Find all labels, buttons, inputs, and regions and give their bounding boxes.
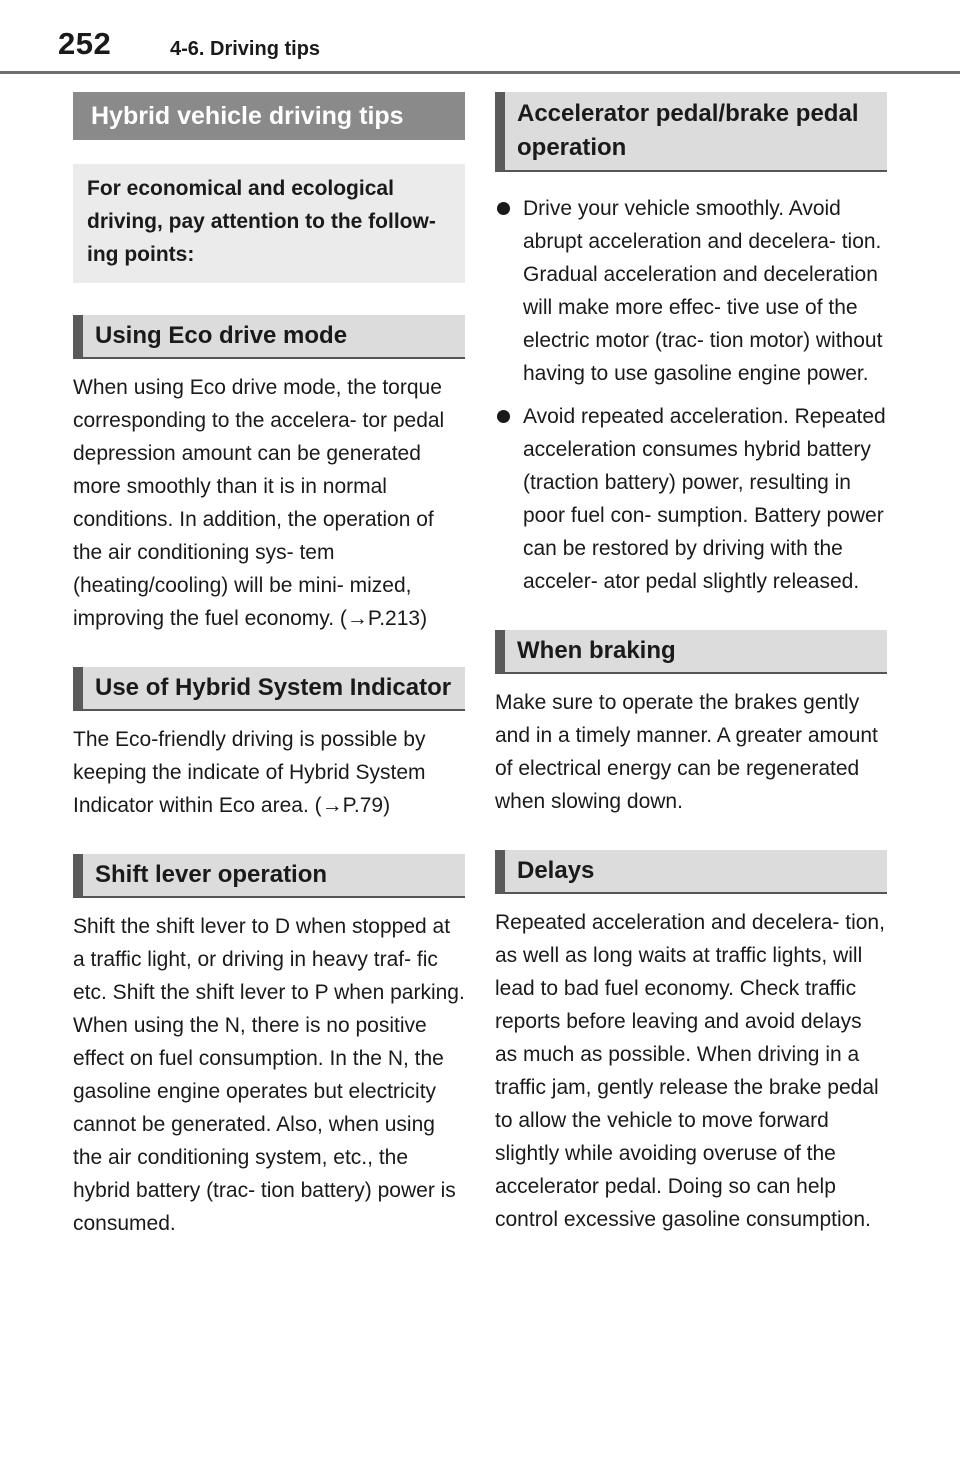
heading-eco-drive-mode: Using Eco drive mode [73, 315, 465, 359]
shift-lever-operation-text: Shift the shift lever to D when stopped … [73, 915, 465, 1235]
delays-text: Repeated acceleration and decelera- tion… [495, 911, 885, 1231]
list-item: Avoid repeated acceleration. Repeated ac… [495, 400, 887, 598]
when-braking-text: Make sure to operate the brakes gently a… [495, 691, 878, 813]
page-number: 252 [58, 26, 112, 61]
list-item-text: Avoid repeated acceleration. Repeated ac… [523, 405, 886, 593]
page-title: Hybrid vehicle driving tips [73, 92, 465, 140]
eco-drive-mode-text: When using Eco drive mode, the torque co… [73, 376, 445, 630]
left-column: Hybrid vehicle driving tips For economic… [73, 92, 465, 1240]
heading-hybrid-system-indicator: Use of Hybrid System Indicator [73, 667, 465, 711]
section-label: 4-6. Driving tips [170, 38, 321, 60]
page-header: 252 4-6. Driving tips [0, 0, 960, 76]
heading-delays: Delays [495, 850, 887, 894]
heading-shift-lever-operation: Shift lever operation [73, 854, 465, 898]
list-item-text: Drive your vehicle smoothly. Avoid abrup… [523, 197, 883, 385]
heading-accelerator-brake-pedal: Accelerator pedal/brake pedal operation [495, 92, 887, 172]
list-item: Drive your vehicle smoothly. Avoid abrup… [495, 192, 887, 390]
bullet-icon [497, 410, 510, 423]
header-rule [0, 71, 960, 74]
pedal-tips-list: Drive your vehicle smoothly. Avoid abrup… [495, 192, 887, 598]
intro-box: For economical and ecological driving, p… [73, 164, 465, 283]
right-column: Accelerator pedal/brake pedal operation … [495, 92, 887, 1236]
hybrid-system-indicator-text: The Eco-friendly driving is possible by … [73, 728, 426, 817]
bullet-icon [497, 202, 510, 215]
heading-when-braking: When braking [495, 630, 887, 674]
